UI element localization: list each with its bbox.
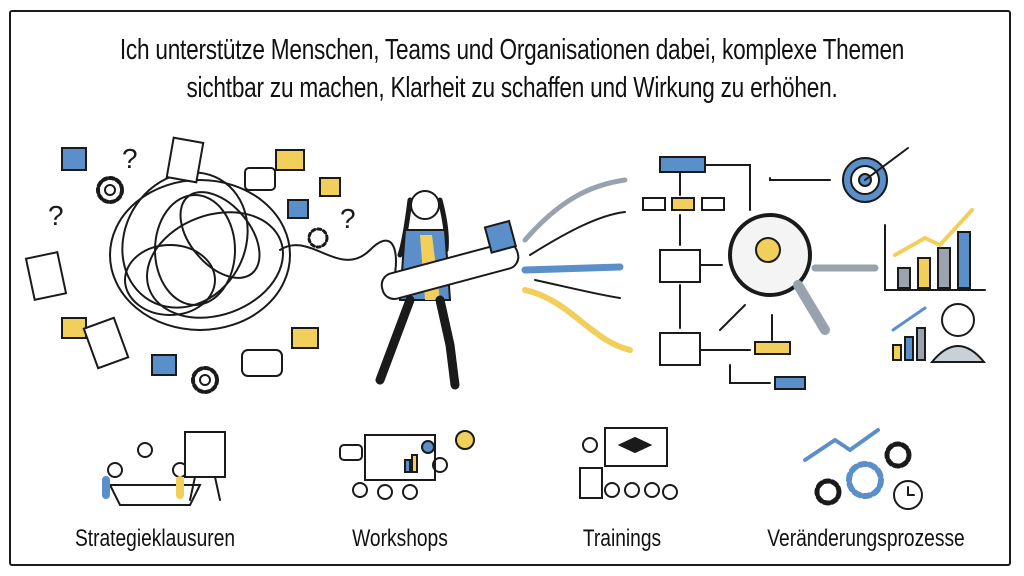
service-label-veraenderungsprozesse: Veränderungsprozesse [767,525,965,552]
svg-text:?: ? [48,200,64,231]
target-icon [769,147,909,203]
growth-chart-icon [884,208,986,291]
service-label-strategieklausuren: Strategieklausuren [74,525,236,552]
document-icon [24,136,205,370]
workshop-presentation-icon [339,430,475,500]
illustration-frame [9,10,1011,566]
service-label-workshops: Workshops [352,525,448,552]
question-mark-icon: ??? [48,143,356,234]
gears-growth-icon [803,428,923,510]
headline-line-2: sichtbar zu machen, Klarheit zu schaffen… [186,72,838,104]
person-avatar-icon [891,303,987,363]
training-lecture-icon [579,427,678,500]
sticky-notes-icon [61,147,341,377]
flowchart-icon [642,156,806,390]
magnifier-lightbulb-icon [728,213,830,335]
meeting-table-icon [102,431,226,506]
svg-text:?: ? [122,143,138,174]
service-label-trainings: Trainings [582,525,662,552]
flow-arrows [521,177,879,353]
person-with-marker-icon [375,190,520,390]
headline-line-1: Ich unterstütze Menschen, Teams und Orga… [119,34,905,66]
chaos-scribble-icon [109,171,397,331]
gear-icon [96,176,329,394]
headline: Ich unterstütze Menschen, Teams und Orga… [113,31,912,107]
svg-text:?: ? [340,203,356,234]
